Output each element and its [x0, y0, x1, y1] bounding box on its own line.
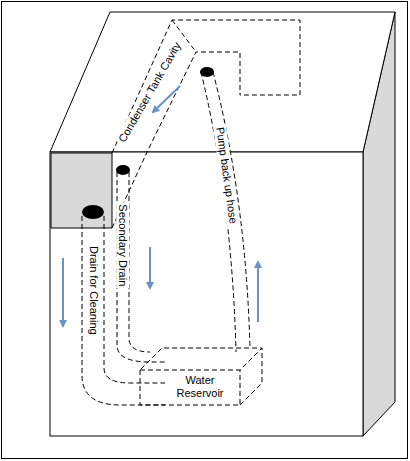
drain-label: Secondary Drain	[117, 202, 130, 288]
front-face	[50, 152, 363, 436]
drain-hole	[116, 165, 130, 175]
reservoir-label: Water Reservoir	[172, 374, 228, 399]
drain-label: Drain for Cleaning	[87, 244, 100, 337]
drain-hole	[200, 67, 214, 77]
hidden-lines	[82, 20, 300, 405]
drain-hole	[82, 205, 104, 219]
